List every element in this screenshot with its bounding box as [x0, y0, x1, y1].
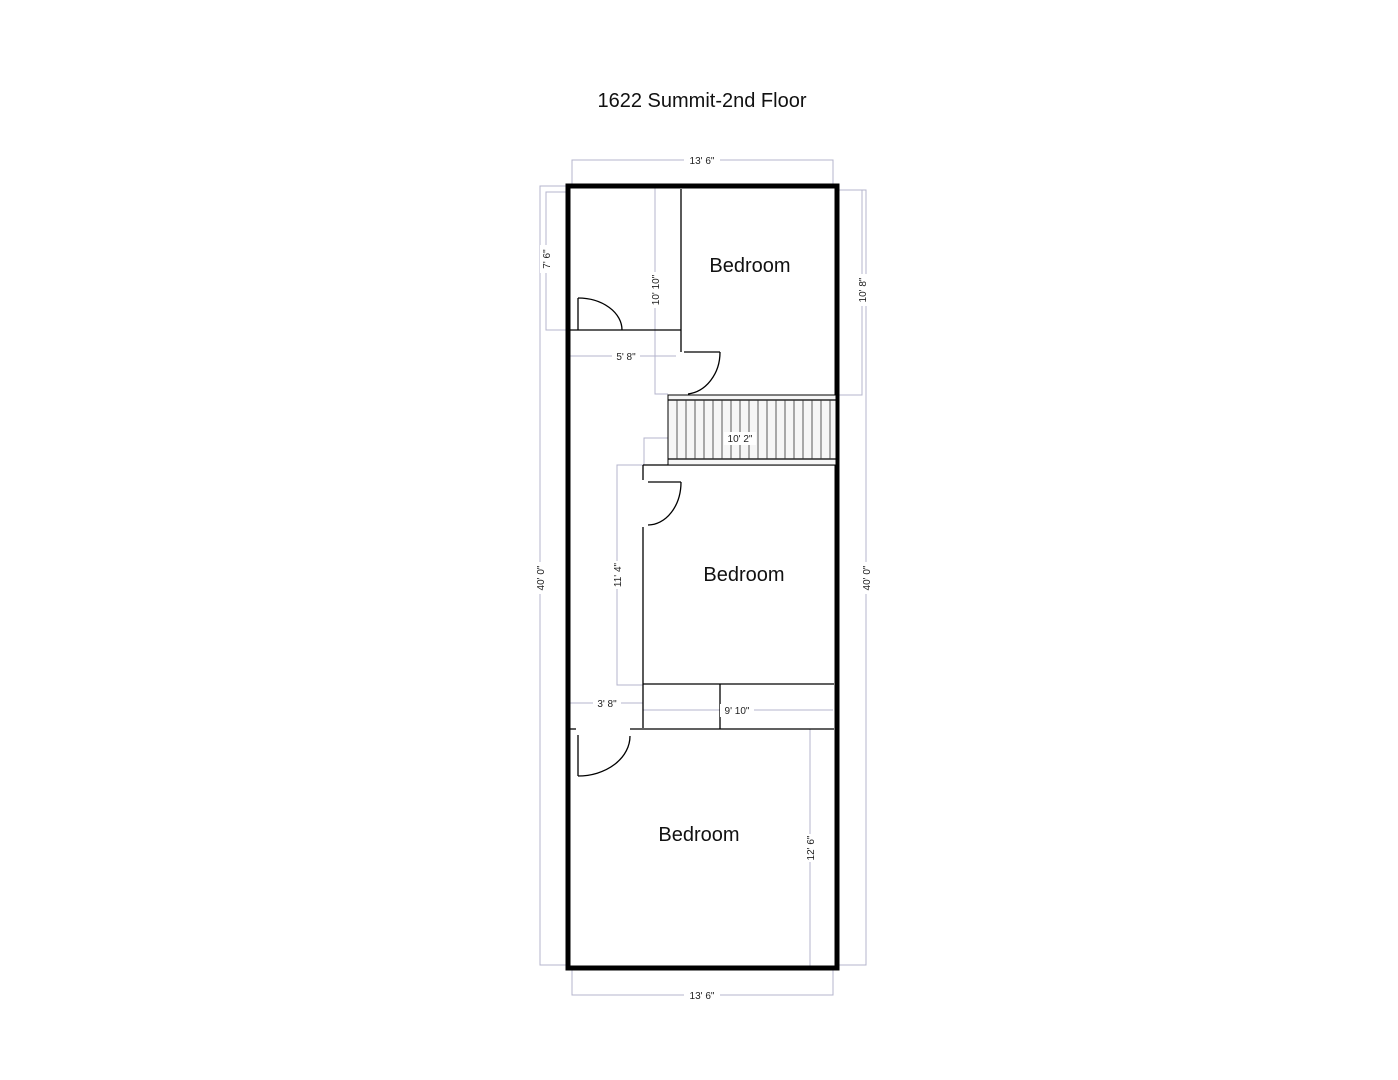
exterior-walls — [565, 183, 840, 971]
dim-hall-top: 5' 8" — [616, 352, 636, 363]
room-label-bedroom-3: Bedroom — [658, 824, 739, 846]
room-label-bedroom-2: Bedroom — [703, 564, 784, 586]
dim-bottom-width: 13' 6" — [690, 991, 715, 1002]
bedroom-3-door-icon — [577, 735, 631, 777]
dim-bedroom2-left: 11' 4" — [613, 562, 624, 587]
closet-door-icon — [577, 297, 623, 331]
dimension-labels: 13' 6" 13' 6" 40' 0" 40' 0" 7' 6" 10' 10… — [534, 153, 873, 1002]
dim-bedroom1-left: 10' 10" — [651, 274, 662, 305]
dim-right-length: 40' 0" — [862, 565, 873, 590]
dim-closet-height: 7' 6" — [542, 249, 553, 269]
dim-bedroom3-right: 12' 6" — [806, 835, 817, 860]
dim-bedroom1-right: 10' 8" — [858, 277, 869, 302]
dim-hall-bottom: 3' 8" — [597, 699, 617, 710]
dim-stairs: 10' 2" — [728, 434, 753, 445]
plan-title: 1622 Summit-2nd Floor — [598, 90, 807, 112]
bedroom-1-door-icon — [684, 351, 721, 395]
bedroom-2-door-icon — [647, 481, 682, 526]
dim-closets-width: 9' 10" — [725, 706, 750, 717]
staircase — [667, 394, 837, 466]
dim-left-length: 40' 0" — [536, 565, 547, 590]
dim-top-width: 13' 6" — [690, 156, 715, 167]
room-label-bedroom-1: Bedroom — [709, 255, 790, 277]
